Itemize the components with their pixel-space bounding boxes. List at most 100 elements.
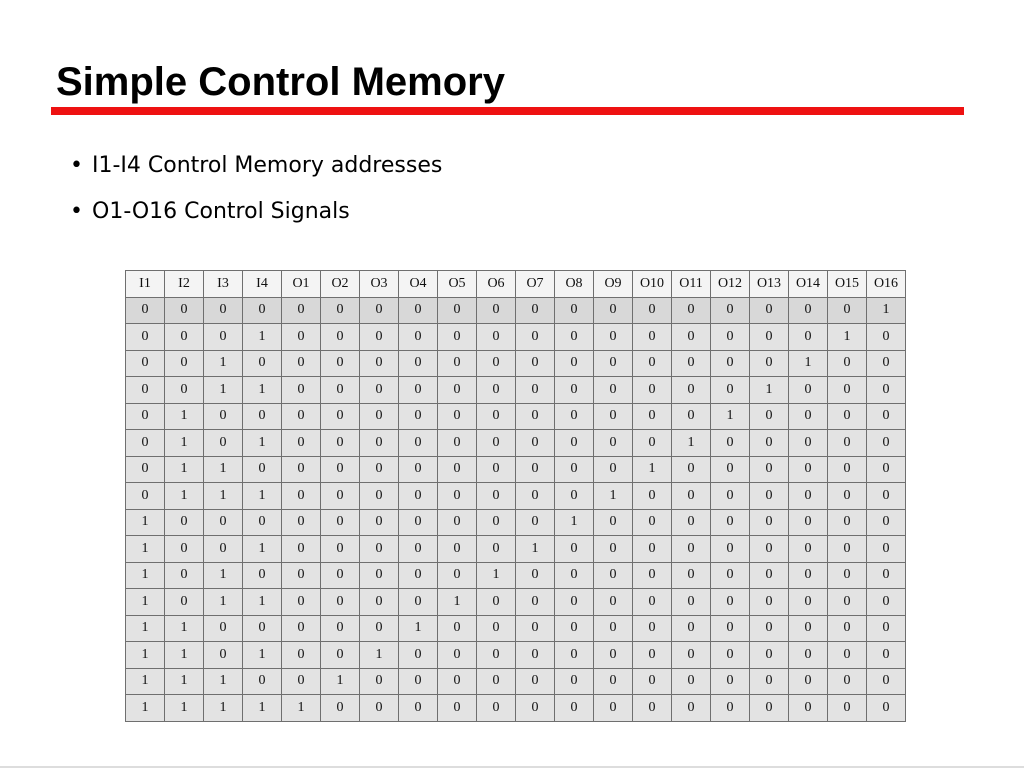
table-cell: 0 [866,455,906,483]
table-cell: 0 [242,667,282,695]
table-cell: 0 [281,296,321,324]
table-cell: 0 [866,535,906,563]
table-cell: 0 [788,508,828,536]
table-cell: 0 [281,641,321,669]
table-cell: 0 [788,614,828,642]
table-cell: 0 [515,296,555,324]
table-cell: 0 [749,641,789,669]
column-header: O6 [476,270,516,298]
table-cell: 0 [710,323,750,351]
table-cell: 0 [437,296,477,324]
table-cell: 0 [671,508,711,536]
table-cell: 0 [476,667,516,695]
table-cell: 0 [359,508,399,536]
table-cell: 0 [398,588,438,616]
table-cell: 0 [437,508,477,536]
table-cell: 0 [281,349,321,377]
table-cell: 0 [866,376,906,404]
column-header: O12 [710,270,750,298]
table-cell: 0 [281,614,321,642]
table-cell: 0 [398,349,438,377]
table-cell: 0 [320,323,360,351]
table-cell: 0 [788,694,828,722]
table-cell: 0 [476,296,516,324]
table-cell: 0 [827,561,867,589]
table-cell: 0 [827,376,867,404]
table-cell: 0 [593,296,633,324]
table-cell: 0 [320,482,360,510]
table-cell: 0 [866,429,906,457]
table-cell: 0 [593,376,633,404]
table-cell: 0 [788,296,828,324]
table-cell: 0 [515,508,555,536]
table-cell: 0 [554,641,594,669]
column-header: I2 [164,270,204,298]
table-cell: 0 [749,482,789,510]
table-cell: 0 [320,455,360,483]
table-cell: 0 [164,588,204,616]
table-cell: 0 [437,429,477,457]
table-cell: 0 [866,614,906,642]
table-cell: 0 [593,349,633,377]
column-header: O9 [593,270,633,298]
table-cell: 0 [164,323,204,351]
table-cell: 0 [749,694,789,722]
table-cell: 0 [710,641,750,669]
table-cell: 0 [320,376,360,404]
table-cell: 0 [554,429,594,457]
table-cell: 0 [359,561,399,589]
table-cell: 0 [515,667,555,695]
table-cell: 0 [398,482,438,510]
table-cell: 0 [866,641,906,669]
table-cell: 0 [164,349,204,377]
table-cell: 1 [320,667,360,695]
table-cell: 1 [164,402,204,430]
table-cell: 0 [320,535,360,563]
table-cell: 0 [125,376,165,404]
table-cell: 0 [476,323,516,351]
column-header: O5 [437,270,477,298]
table-cell: 0 [320,508,360,536]
table-cell: 0 [866,508,906,536]
table-cell: 0 [437,323,477,351]
table-cell: 0 [593,508,633,536]
bullet-text: O1-O16 Control Signals [92,199,350,224]
table-cell: 0 [749,349,789,377]
table-cell: 0 [827,482,867,510]
table-cell: 0 [671,614,711,642]
table-cell: 0 [203,296,243,324]
table-cell: 0 [515,588,555,616]
table-cell: 0 [749,429,789,457]
table-cell: 0 [710,667,750,695]
table-cell: 0 [281,323,321,351]
table-cell: 0 [710,376,750,404]
table-cell: 0 [827,641,867,669]
table-cell: 0 [827,429,867,457]
table-cell: 0 [320,588,360,616]
table-cell: 0 [359,535,399,563]
table-cell: 1 [671,429,711,457]
table-cell: 0 [476,376,516,404]
table-cell: 0 [827,296,867,324]
table-cell: 0 [398,296,438,324]
table-cell: 0 [203,429,243,457]
table-cell: 0 [593,323,633,351]
table-cell: 0 [632,376,672,404]
table-cell: 0 [398,402,438,430]
table-cell: 0 [671,641,711,669]
table-cell: 1 [242,323,282,351]
table-cell: 1 [242,482,282,510]
bullet-list: •I1-I4 Control Memory addresses •O1-O16 … [70,150,442,242]
table-cell: 1 [164,482,204,510]
table-cell: 0 [554,455,594,483]
table-cell: 1 [710,402,750,430]
